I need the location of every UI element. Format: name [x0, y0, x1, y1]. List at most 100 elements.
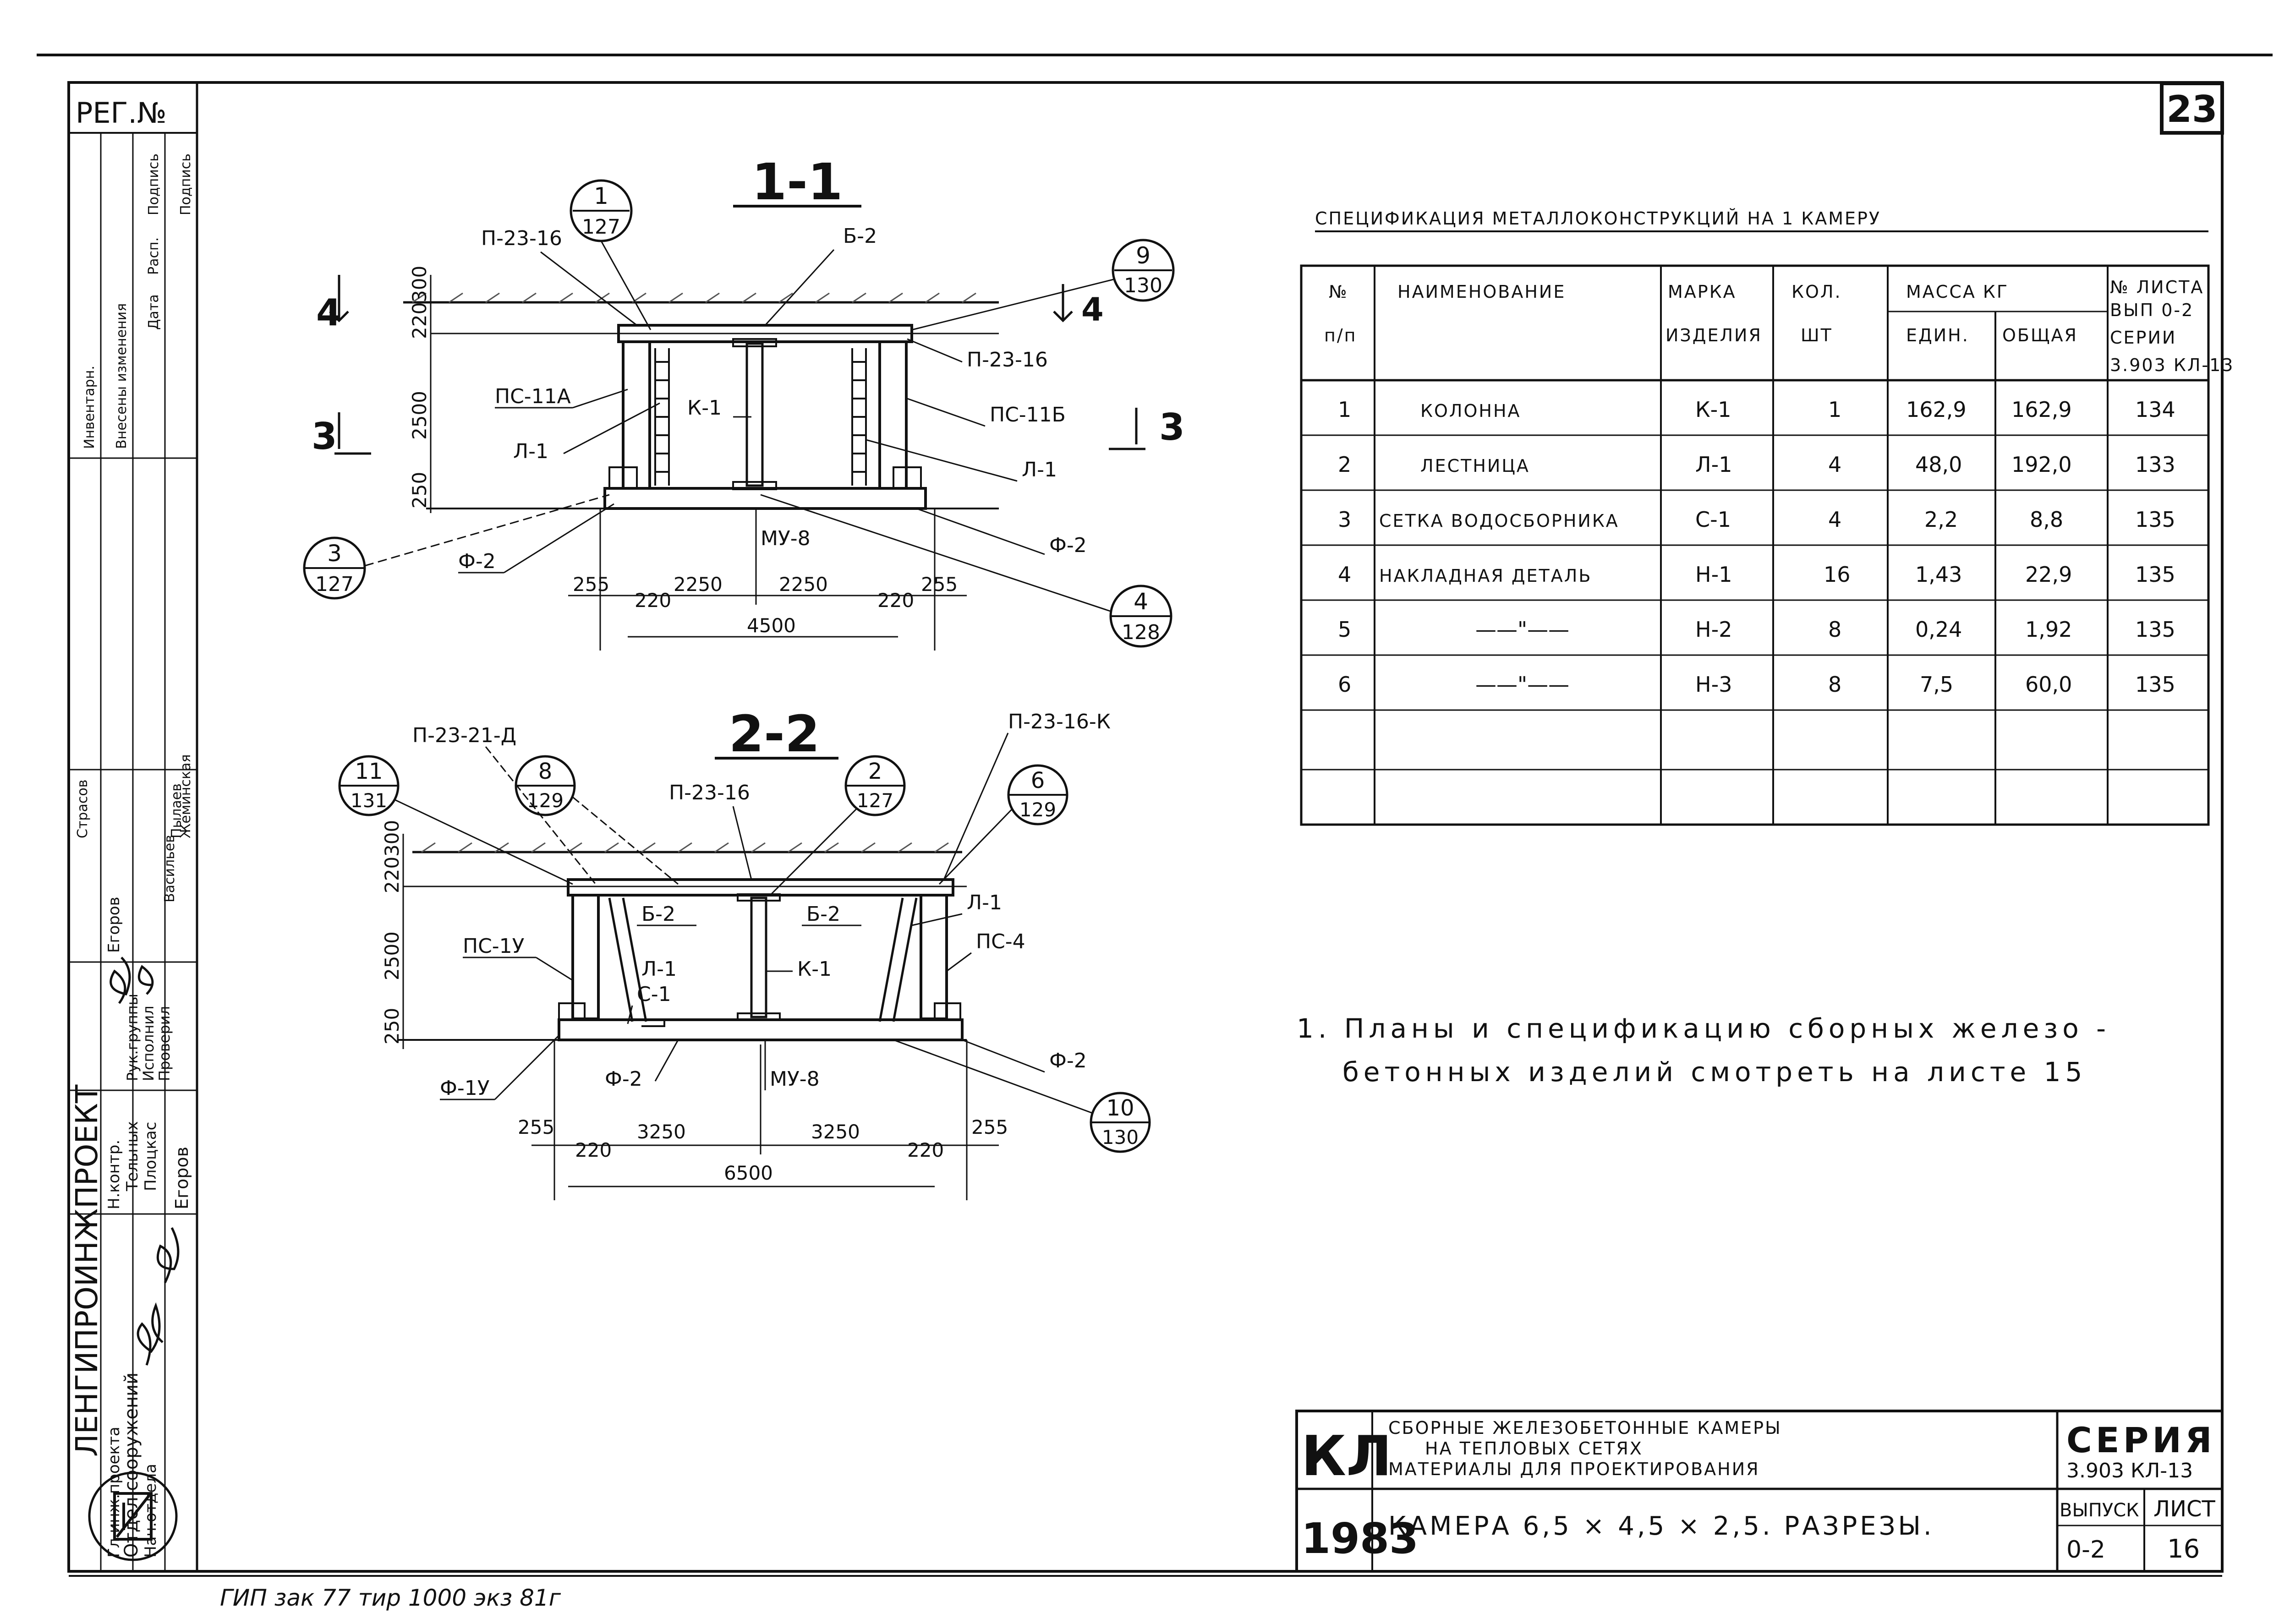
- table-row: 3 СЕТКА ВОДОСБОРНИКА С-1 4 2,2 8,8 135: [1338, 507, 2175, 532]
- table-row: 5 ——"—— Н-2 8 0,24 1,92 135: [1338, 617, 2175, 642]
- s2-mark-f2-left: Ф-2: [605, 1067, 642, 1091]
- stamp-role-check: Проверил: [156, 1006, 173, 1081]
- spec-h-mass-total: ОБЩАЯ: [2002, 325, 2078, 345]
- stamp-name-6: Пылаев: [169, 783, 185, 838]
- svg-text:4: 4: [1828, 452, 1841, 477]
- s2-hdim-3250-l: 3250: [637, 1121, 686, 1143]
- svg-text:128: 128: [1122, 621, 1160, 644]
- s1-callout-3: 3 127: [303, 494, 610, 600]
- s1-mark-l1-right: Л-1: [1022, 458, 1057, 481]
- svg-text:ЛЕСТНИЦА: ЛЕСТНИЦА: [1420, 456, 1530, 476]
- s2-callout-2: 2 127: [769, 755, 906, 897]
- svg-text:0,24: 0,24: [1915, 617, 1962, 642]
- s1-hdim-4500: 4500: [747, 614, 796, 637]
- s2-mark-ps1u: ПС-1У: [463, 935, 525, 958]
- stamp-col-date: Дата: [146, 294, 162, 330]
- s1-mark-f2-right: Ф-2: [1049, 534, 1087, 557]
- stamp-name-1: Егоров: [172, 1147, 192, 1209]
- s1-mark-mu8: МУ-8: [761, 527, 811, 550]
- svg-text:60,0: 60,0: [2025, 672, 2072, 697]
- svg-text:——"——: ——"——: [1475, 672, 1569, 697]
- s2-mark-p2316k: П-23-16-К: [1008, 710, 1111, 733]
- svg-text:Н-3: Н-3: [1695, 672, 1732, 697]
- svg-text:6: 6: [1031, 768, 1045, 793]
- spec-h-num-1: №: [1329, 282, 1348, 302]
- svg-text:135: 135: [2135, 507, 2175, 532]
- s1-mark-f2-left: Ф-2: [458, 550, 496, 573]
- spec-h-qty-1: КОЛ.: [1791, 282, 1842, 302]
- svg-text:8: 8: [538, 759, 553, 784]
- svg-text:С-1: С-1: [1695, 507, 1731, 532]
- spec-table: СПЕЦИФИКАЦИЯ МЕТАЛЛОКОНСТРУКЦИЙ НА 1 КАМ…: [1300, 208, 2233, 826]
- s2-mark-ps4: ПС-4: [976, 930, 1025, 953]
- s1-vdim-300: 300: [408, 266, 431, 302]
- title-sheet-desc: КАМЕРА 6,5 × 4,5 × 2,5. РАЗРЕЗЫ.: [1388, 1511, 1934, 1541]
- s2-mark-f2-right: Ф-2: [1049, 1049, 1087, 1072]
- s2-mark-b2-left: Б-2: [641, 902, 675, 926]
- s2-hdim-3250-r: 3250: [811, 1121, 860, 1143]
- s1-hdim-220-r: 220: [877, 589, 914, 612]
- stamp-col-sign: Подпись: [146, 153, 162, 215]
- sheet-number-box: 23: [2160, 82, 2224, 135]
- sheet-number: 23: [2166, 88, 2217, 131]
- s2-callout-6: 6 129: [938, 764, 1068, 885]
- stamp-col-inventory: Инвентарн.: [82, 366, 98, 449]
- stamp-role-nkontr: Н.контр.: [105, 1140, 123, 1209]
- svg-text:22,9: 22,9: [2025, 562, 2072, 587]
- s1-mark-p2316-right: П-23-16: [967, 348, 1048, 372]
- spec-h-sheet-2: ВЫП 0-2: [2110, 300, 2194, 320]
- s2-hdim-255-r: 255: [971, 1116, 1008, 1138]
- s2-hdim-6500: 6500: [724, 1162, 773, 1184]
- svg-text:8: 8: [1828, 672, 1841, 697]
- stamp-org: ЛЕНГИПРОИНЖПРОЕКТ: [69, 1084, 104, 1457]
- svg-text:3: 3: [1338, 507, 1351, 532]
- s1-hdim-220-l: 220: [635, 589, 671, 612]
- svg-text:10: 10: [1106, 1095, 1134, 1121]
- section-1-1: 1-1: [303, 153, 1185, 651]
- stamp-name-7: Жеминская: [178, 754, 194, 838]
- svg-text:Н-1: Н-1: [1695, 562, 1732, 587]
- stamp-name-5: Васильев: [162, 835, 178, 902]
- title-list-value: 16: [2167, 1534, 2200, 1564]
- stamp-name-4: Егоров: [105, 897, 123, 953]
- svg-text:130: 130: [1102, 1126, 1139, 1148]
- svg-text:1,92: 1,92: [2025, 617, 2072, 642]
- s2-mark-f1u: Ф-1У: [440, 1077, 490, 1100]
- stamp-col-changes: Внесены изменения: [114, 303, 130, 449]
- svg-text:КОЛОННА: КОЛОННА: [1420, 401, 1521, 421]
- svg-text:——"——: ——"——: [1475, 617, 1569, 642]
- spec-h-sheet-3: СЕРИИ: [2110, 328, 2176, 348]
- svg-text:8,8: 8,8: [2030, 507, 2063, 532]
- note-line-2: бетонных изделий смотреть на листе 15: [1342, 1056, 2087, 1088]
- s2-mark-mu8: МУ-8: [770, 1067, 820, 1091]
- svg-text:127: 127: [582, 215, 620, 239]
- signature-4: [137, 965, 154, 995]
- signature-1: [137, 1302, 164, 1366]
- svg-text:16: 16: [1824, 562, 1851, 587]
- svg-text:162,9: 162,9: [2011, 397, 2072, 422]
- s2-mark-c1: С-1: [637, 983, 671, 1006]
- s2-hdim-220-r: 220: [907, 1139, 944, 1161]
- table-row: 4 НАКЛАДНАЯ ДЕТАЛЬ Н-1 16 1,43 22,9 135: [1338, 562, 2175, 587]
- svg-text:СЕТКА ВОДОСБОРНИКА: СЕТКА ВОДОСБОРНИКА: [1379, 511, 1619, 531]
- s1-callout-9: 9 130: [911, 239, 1175, 331]
- s2-callout-8: 8 129: [515, 755, 679, 885]
- s2-hdim-220-l: 220: [575, 1139, 612, 1161]
- stamp-name-8: Страсов: [75, 780, 91, 838]
- spec-h-qty-2: ШТ: [1801, 325, 1833, 345]
- title-issue-value: 0-2: [2066, 1536, 2105, 1564]
- svg-text:Н-2: Н-2: [1695, 617, 1732, 642]
- spec-title: СПЕЦИФИКАЦИЯ МЕТАЛЛОКОНСТРУКЦИЙ НА 1 КАМ…: [1315, 208, 1881, 229]
- spec-h-mark-2: ИЗДЕЛИЯ: [1665, 325, 1762, 345]
- cut-4-left: 4: [316, 291, 342, 334]
- title-list-label: ЛИСТ: [2153, 1496, 2216, 1522]
- svg-text:127: 127: [857, 789, 893, 812]
- stamp-role-lead: Рук.группы: [124, 994, 141, 1081]
- title-block: КЛ 1983 СБОРНЫЕ ЖЕЛЕЗОБЕТОННЫЕ КАМЕРЫ НА…: [1295, 1410, 2224, 1573]
- note-line-1: 1. Планы и спецификацию сборных железо -: [1297, 1013, 2110, 1044]
- s1-mark-k1: К-1: [687, 396, 722, 420]
- s2-callout-11: 11 131: [338, 755, 573, 885]
- title-issue-label: ВЫПУСК: [2060, 1500, 2139, 1521]
- title-desc-3: МАТЕРИАЛЫ ДЛЯ ПРОЕКТИРОВАНИЯ: [1388, 1459, 1760, 1479]
